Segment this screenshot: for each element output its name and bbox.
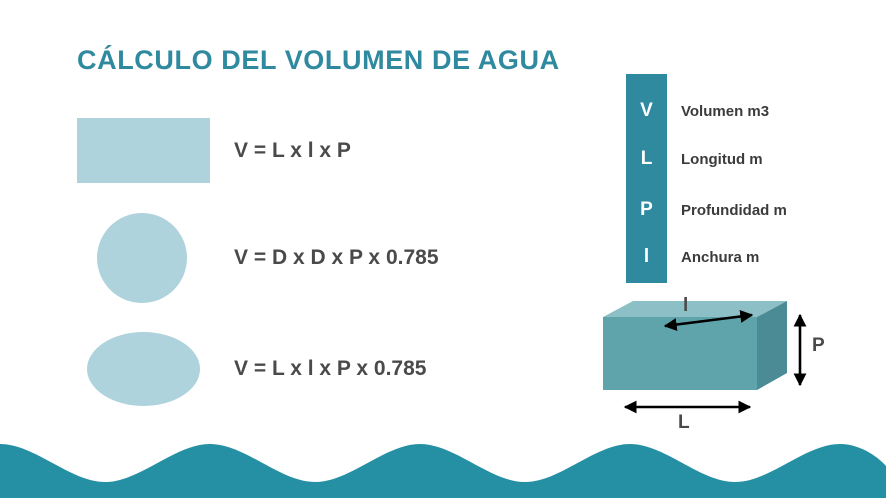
formula-rectangle: V = L x l x P (234, 139, 351, 162)
box-diagram (595, 295, 860, 445)
dimension-label-length: L (678, 412, 690, 433)
legend-label-profundidad: Profundidad m (681, 201, 787, 219)
legend-item-profundidad: P Profundidad m (626, 190, 787, 230)
legend-symbol-p: P (640, 199, 653, 220)
legend-label-anchura: Anchura m (681, 248, 760, 266)
dimension-label-width: l (683, 295, 689, 316)
page-title: CÁLCULO DEL VOLUMEN DE AGUA (77, 45, 560, 75)
water-wave-decoration (0, 430, 886, 498)
legend-symbol-l: L (640, 148, 653, 169)
circle-shape (97, 213, 187, 303)
legend-label-longitud: Longitud m (681, 150, 763, 168)
legend-symbol-v: V (640, 100, 653, 121)
dimension-label-depth: P (812, 335, 825, 356)
ellipse-shape (87, 332, 200, 406)
rectangle-shape (77, 118, 210, 183)
formula-circle: V = D x D x P x 0.785 (234, 246, 439, 269)
legend-label-volumen: Volumen m3 (681, 102, 770, 120)
formula-ellipse: V = L x l x P x 0.785 (234, 357, 427, 380)
legend-bar (626, 74, 667, 283)
legend-item-longitud: L Longitud m (626, 139, 763, 179)
legend-symbol-lowercase-l: l (643, 246, 650, 267)
legend-item-volumen: V Volumen m3 (626, 91, 769, 131)
legend-item-anchura: l Anchura m (626, 237, 760, 277)
